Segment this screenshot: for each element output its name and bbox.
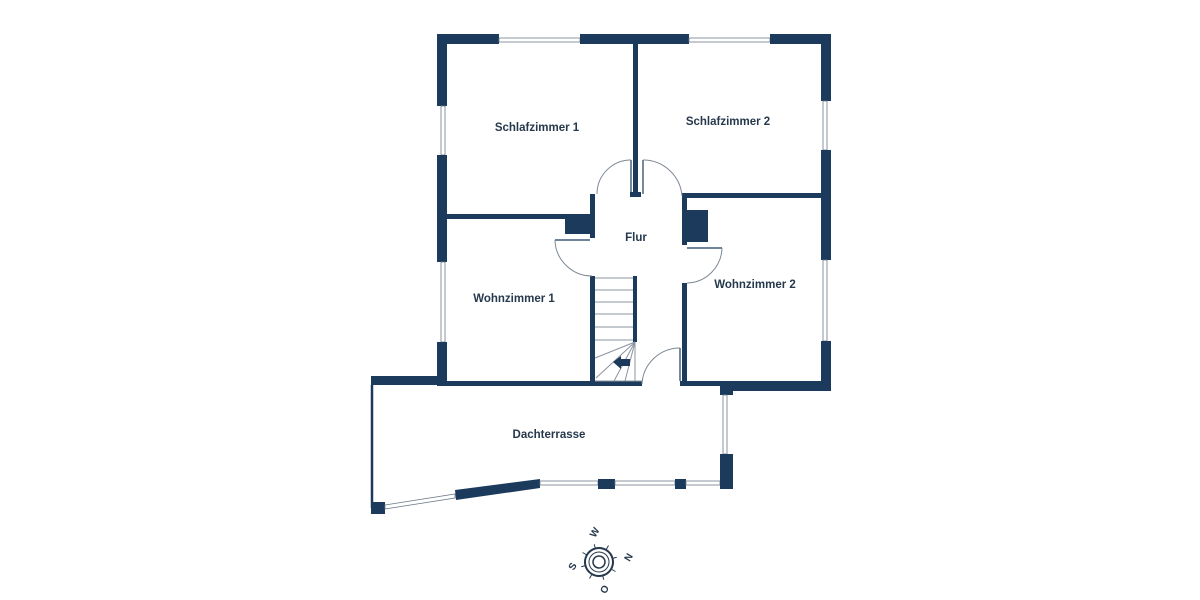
staircase [594,277,642,382]
stair-direction-arrow-icon [613,356,630,369]
room-label-flur: Flur [625,232,647,244]
room-label-wohnzimmer-2: Wohnzimmer 2 [714,279,796,291]
terrace-walls [370,385,733,514]
top-wall [437,34,831,44]
doors [554,159,723,385]
interior-walls [371,44,831,395]
compass-west-label: W [588,525,603,539]
compass-rose-icon [581,544,617,580]
room-label-schlafzimmer-1: Schlafzimmer 1 [494,122,580,134]
left-wall [437,34,447,386]
right-wall [821,34,831,391]
room-label-schlafzimmer-2: Schlafzimmer 2 [685,116,771,128]
compass-east-label: O [599,583,613,595]
compass-south-label: S [567,561,580,573]
compass-north-label: N [623,552,636,564]
room-label-dachterrasse: Dachterrasse [512,429,586,441]
room-label-wohnzimmer-1: Wohnzimmer 1 [473,293,555,305]
